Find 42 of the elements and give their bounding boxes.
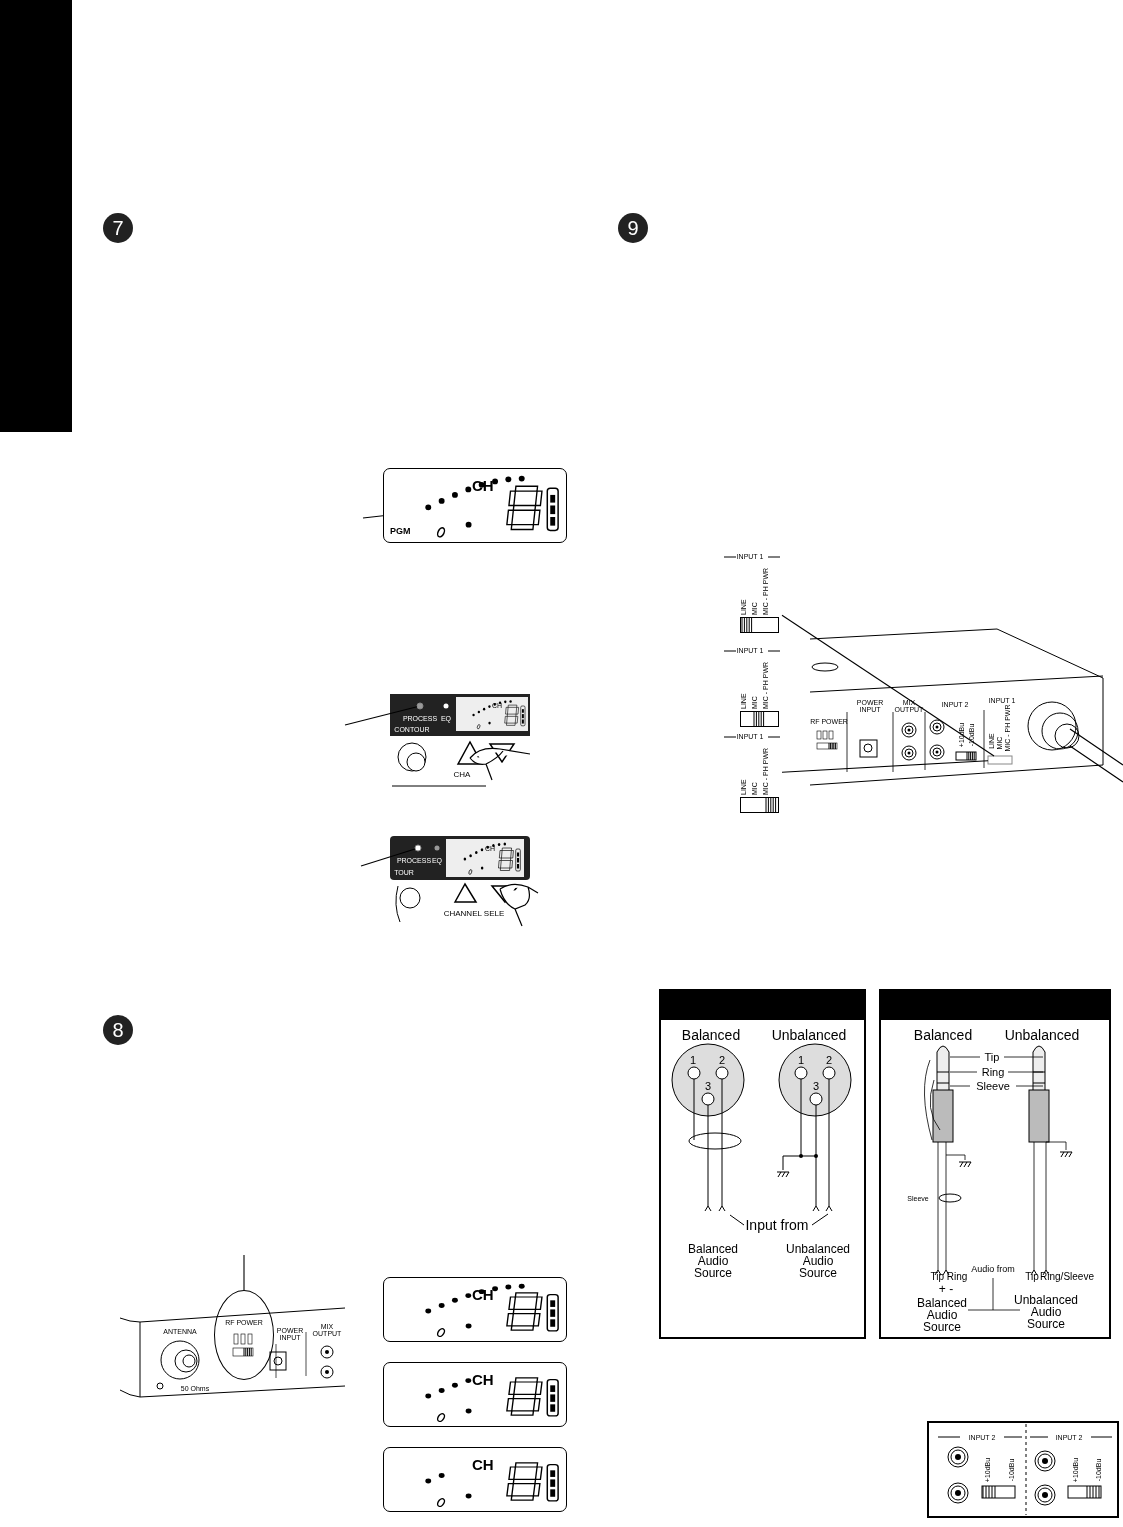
- connector-label: Balanced Audio Source: [915, 1297, 968, 1333]
- step-number: 8: [103, 1015, 133, 1045]
- display-text: CH: [472, 1286, 494, 1303]
- display-text: CH: [472, 1456, 494, 1473]
- wire-label: Tip: [984, 1051, 1000, 1063]
- indicator-light: [414, 844, 422, 852]
- leader-line: [243, 1254, 245, 1291]
- connector-label: Unbalanced Audio Source: [1012, 1294, 1080, 1330]
- pin-number: 3: [704, 1080, 712, 1092]
- connector-label: Unbalanced: [1004, 1028, 1080, 1042]
- panel-label: CHA: [453, 771, 471, 779]
- connector-label: Balanced: [913, 1028, 973, 1042]
- wire-label: Tip: [1025, 1272, 1039, 1282]
- panel-label: CHANNEL SELE: [443, 910, 505, 918]
- leader-line: [344, 706, 418, 726]
- wire-label: Sleeve: [976, 1080, 1010, 1092]
- connector-label: Balanced: [681, 1028, 741, 1042]
- connector-label: Unbalanced Audio Source: [784, 1243, 852, 1279]
- connector-label: Balanced Audio Source: [686, 1243, 739, 1279]
- pin-number: 1: [797, 1054, 805, 1066]
- leader-line: [360, 848, 416, 867]
- connector-label: Unbalanced: [771, 1028, 847, 1042]
- pin-number: 2: [825, 1054, 833, 1066]
- step-number: 7: [103, 213, 133, 243]
- pin-number: 1: [689, 1054, 697, 1066]
- pin-number: 2: [718, 1054, 726, 1066]
- wire-label: Ring/Sleeve: [1040, 1272, 1094, 1282]
- slide-switch: [987, 755, 1013, 765]
- wire-label: Tip Ring: [930, 1272, 968, 1282]
- leader-line: [781, 614, 995, 757]
- pin-number: 3: [812, 1080, 820, 1092]
- leader-line: [362, 515, 384, 519]
- indicator-light: [416, 702, 424, 710]
- connector-label: Audio from: [971, 1264, 1015, 1274]
- display-text: CH: [472, 477, 494, 494]
- polarity-label: + -: [938, 1283, 954, 1295]
- wire-label: Ring: [981, 1066, 1005, 1078]
- connector-label: Input from: [745, 1218, 809, 1232]
- leader-line: [781, 760, 989, 773]
- display-text: PGM: [390, 526, 411, 536]
- step-number: 9: [618, 213, 648, 243]
- display-text: CH: [472, 1371, 494, 1388]
